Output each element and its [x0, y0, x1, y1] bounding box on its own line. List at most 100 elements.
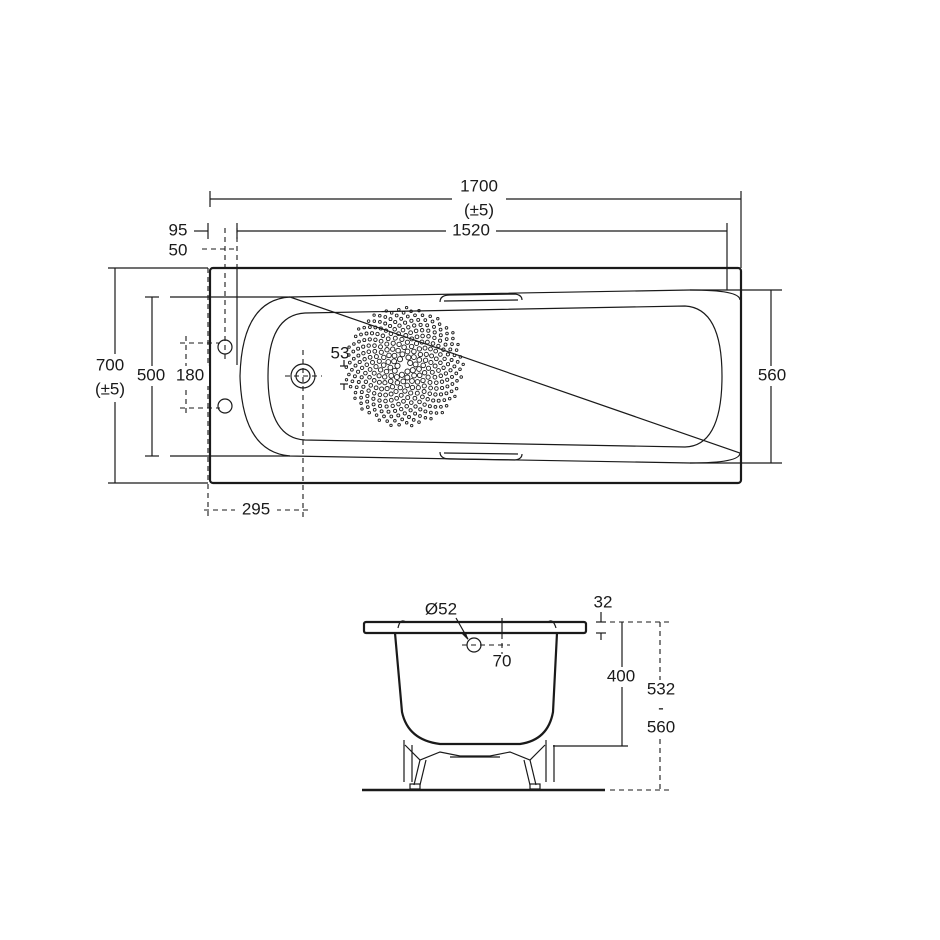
anti-slip-dot — [393, 319, 398, 325]
anti-slip-dot — [363, 379, 369, 384]
anti-slip-dot — [371, 370, 377, 376]
anti-slip-dot — [351, 349, 356, 354]
anti-slip-dot — [412, 323, 417, 328]
anti-slip-dot — [401, 398, 406, 404]
anti-slip-dot — [396, 331, 401, 337]
anti-slip-dot — [371, 378, 377, 383]
anti-slip-dot — [411, 418, 416, 422]
anti-slip-dot — [439, 379, 445, 384]
anti-slip-dot — [384, 347, 390, 353]
anti-slip-dot — [412, 361, 419, 368]
anti-slip-dot — [405, 395, 411, 401]
anti-slip-dot — [408, 330, 413, 336]
anti-slip-dot — [359, 401, 363, 406]
dim-tap-spacing: 180 — [176, 365, 204, 384]
anti-slip-dot — [408, 390, 414, 396]
anti-slip-dot — [411, 348, 417, 355]
anti-slip-dot — [420, 394, 425, 400]
anti-slip-dot — [376, 373, 382, 379]
anti-slip-dot — [390, 346, 396, 352]
anti-slip-dot — [396, 356, 404, 363]
anti-slip-dot — [439, 404, 443, 409]
anti-slip-dot — [347, 360, 352, 365]
anti-slip-dot — [348, 384, 353, 389]
anti-slip-dot — [432, 330, 437, 335]
anti-slip-dot — [359, 390, 364, 395]
anti-slip-dot — [393, 419, 397, 423]
anti-slip-dot — [455, 360, 460, 364]
anti-slip-dot — [361, 384, 366, 389]
anti-slip-dot — [413, 411, 418, 416]
anti-slip-dot — [443, 342, 448, 347]
anti-slip-dot — [409, 309, 413, 313]
anti-slip-dot — [374, 413, 379, 417]
anti-slip-dot — [452, 364, 457, 369]
grip-handle-top — [439, 293, 523, 303]
anti-slip-dot — [393, 388, 399, 395]
anti-slip-dot — [409, 384, 416, 391]
anti-slip-dot — [433, 405, 438, 409]
anti-slip-dot — [422, 402, 427, 407]
anti-slip-dot — [441, 347, 446, 352]
anti-slip-dot — [429, 353, 435, 359]
anti-slip-dot — [368, 325, 372, 329]
anti-slip-dot — [448, 368, 453, 373]
anti-slip-dot — [444, 404, 449, 408]
anti-slip-dot — [372, 348, 378, 354]
anti-slip-dot — [458, 367, 462, 371]
anti-slip-dot — [373, 337, 378, 342]
anti-slip-dot — [425, 365, 432, 371]
anti-slip-dot — [390, 340, 396, 346]
anti-slip-dot — [384, 404, 389, 409]
anti-slip-dot — [399, 351, 406, 358]
anti-slip-dot — [445, 377, 450, 382]
anti-slip-dot — [425, 397, 430, 402]
anti-slip-dot — [364, 362, 370, 367]
anti-slip-dot — [363, 370, 368, 376]
anti-slip-dot — [458, 355, 463, 359]
anti-slip-dot — [389, 311, 394, 315]
end-view: Ø52 70 32 400 532 - 560 — [362, 592, 682, 792]
anti-slip-dot — [367, 354, 373, 360]
anti-slip-dot — [428, 359, 434, 366]
anti-slip-dot — [383, 321, 388, 326]
anti-slip-dot — [344, 378, 349, 382]
anti-slip-dot — [393, 408, 398, 413]
anti-slip-dot — [396, 341, 402, 348]
anti-slip-dot — [422, 357, 429, 363]
anti-slip-dot — [378, 313, 382, 318]
anti-slip-dot — [398, 392, 404, 398]
anti-slip-dot — [347, 353, 351, 357]
anti-slip-dot — [359, 332, 363, 337]
anti-slip-dot — [452, 353, 457, 358]
dim-height-min: 532 — [647, 679, 675, 698]
anti-slip-dot — [404, 374, 411, 381]
anti-slip-dot — [451, 331, 455, 335]
anti-slip-dot — [351, 356, 356, 361]
anti-slip-dot — [436, 368, 441, 373]
anti-slip-dot — [403, 333, 409, 338]
anti-slip-dot — [416, 366, 422, 372]
anti-slip-dot — [372, 343, 377, 348]
anti-slip-dot — [372, 391, 377, 396]
tap-hole-bottom — [217, 398, 233, 414]
anti-slip-dot — [421, 389, 427, 394]
anti-slip-dot — [389, 384, 396, 390]
anti-slip-dot — [362, 357, 367, 362]
anti-slip-dot — [384, 309, 388, 313]
anti-slip-dot — [411, 354, 417, 360]
anti-slip-dot — [367, 410, 371, 415]
anti-slip-dot — [444, 326, 449, 330]
anti-slip-dot — [461, 362, 465, 367]
anti-slip-dot — [423, 318, 428, 322]
anti-slip-dot — [395, 347, 401, 354]
anti-slip-dot — [440, 385, 445, 391]
anti-slip-dot — [372, 319, 377, 323]
anti-slip-dot — [425, 339, 430, 345]
anti-slip-dot — [405, 314, 410, 319]
anti-slip-dot — [364, 331, 369, 336]
anti-slip-dot — [347, 372, 351, 377]
anti-slip-dot — [429, 417, 433, 421]
anti-slip-dot — [456, 342, 460, 347]
anti-slip-dot — [411, 372, 417, 379]
